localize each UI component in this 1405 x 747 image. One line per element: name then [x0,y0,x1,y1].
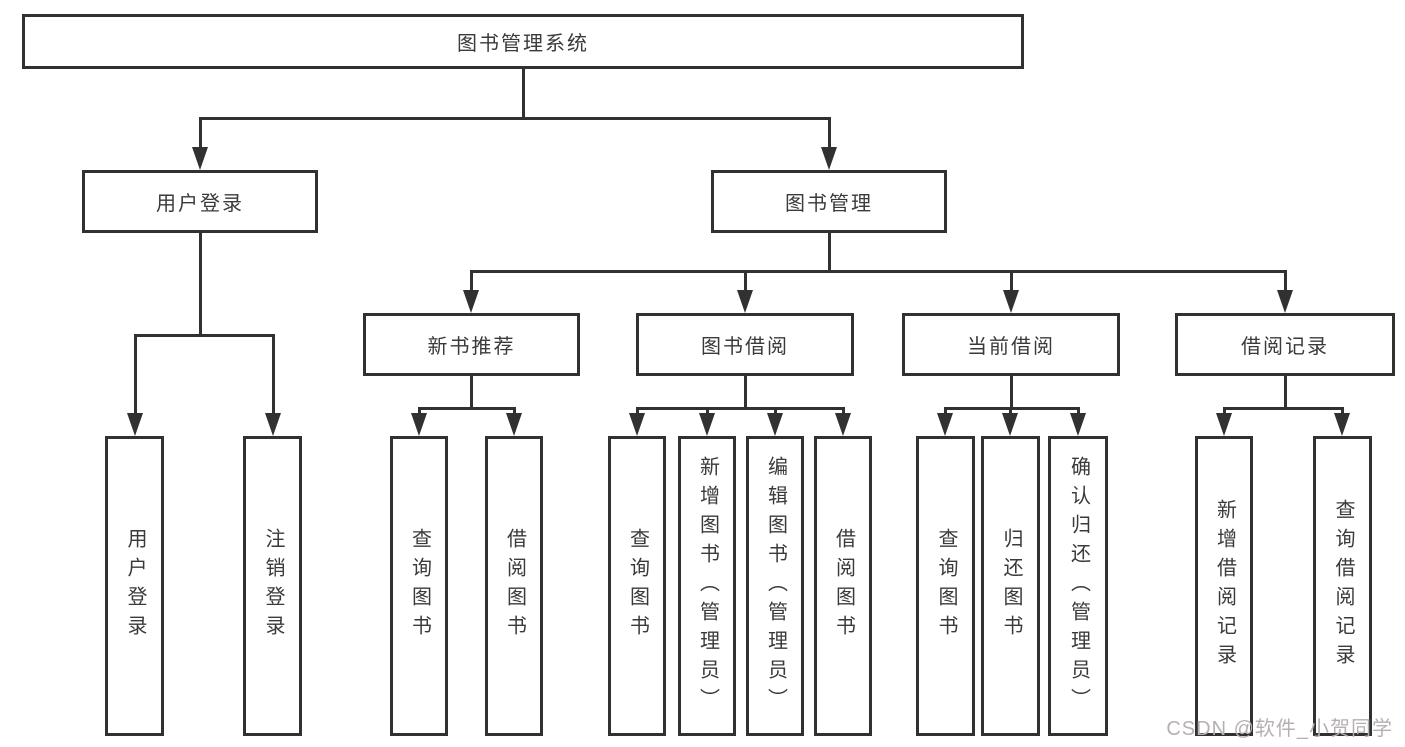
arrow-down-icon [737,290,753,313]
node-label: 借阅图书 [503,528,526,644]
leaf-add-books-admin: 新增图书（管理员） [678,436,736,736]
connector-hline [199,117,831,120]
node-label: 查询借阅记录 [1332,499,1354,673]
node-label: 查询图书 [626,528,649,644]
connector-vline [744,374,747,409]
connector-vline [513,407,516,416]
connector-vline [944,407,947,416]
node-label: 借阅记录 [1241,336,1329,358]
node-label: 新增借阅记录 [1213,499,1236,673]
arrow-down-icon [265,413,281,436]
node-label: 用户登录 [156,193,244,215]
node-new-book-recommend: 新书推荐 [363,313,580,376]
connector-vline [828,117,831,150]
connector-vline [1284,270,1287,292]
node-label: 查询图书 [408,528,431,644]
connector-hline [636,407,844,410]
arrow-down-icon [835,413,851,436]
arrow-down-icon [699,413,715,436]
arrow-down-icon [506,413,522,436]
connector-vline [774,407,777,416]
connector-hline [1223,407,1343,410]
arrow-down-icon [1334,413,1350,436]
leaf-edit-books-admin: 编辑图书（管理员） [746,436,804,736]
arrow-down-icon [1003,290,1019,313]
arrow-down-icon [192,147,208,170]
watermark: CSDN @软件_小贺同学 [1166,718,1393,740]
node-label: 新增图书（管理员） [696,455,719,717]
node-label: 借阅图书 [832,528,855,644]
connector-vline [1009,407,1012,416]
leaf-return-books: 归还图书 [981,436,1040,736]
connector-vline [1223,407,1226,416]
connector-vline [636,407,639,416]
connector-vline [1010,374,1013,409]
leaf-borrow-books: 借阅图书 [814,436,872,736]
arrow-down-icon [1070,413,1086,436]
connector-vline [1010,270,1013,292]
connector-hline [418,407,515,410]
connector-vline [706,407,709,416]
leaf-query-books-borrowing: 查询图书 [608,436,666,736]
arrow-down-icon [127,413,143,436]
connector-vline [272,334,275,416]
node-book-borrowing: 图书借阅 [636,313,854,376]
node-root-system: 图书管理系统 [22,14,1024,69]
leaf-confirm-return-admin: 确认归还（管理员） [1048,436,1108,736]
node-current-borrowing: 当前借阅 [902,313,1120,376]
arrow-down-icon [1277,290,1293,313]
arrow-down-icon [767,413,783,436]
arrow-down-icon [411,413,427,436]
connector-hline [944,407,1079,410]
connector-vline [744,270,747,292]
connector-hline [470,270,1286,273]
node-label: 编辑图书（管理员） [764,455,787,717]
leaf-borrow-books-recommend: 借阅图书 [485,436,543,736]
connector-vline [522,67,525,120]
arrow-down-icon [629,413,645,436]
node-label: 注销登录 [262,528,284,644]
leaf-query-books-current: 查询图书 [916,436,975,736]
connector-vline [842,407,845,416]
connector-vline [828,231,831,272]
connector-vline [199,231,202,336]
node-user-login: 用户登录 [82,170,318,233]
node-label: 用户登录 [124,528,146,644]
leaf-user-login: 用户登录 [105,436,164,736]
node-label: 归还图书 [1000,528,1022,644]
node-label: 当前借阅 [967,336,1055,358]
connector-vline [1341,407,1344,416]
connector-vline [470,374,473,409]
node-borrowing-records: 借阅记录 [1175,313,1395,376]
arrow-down-icon [463,290,479,313]
node-label: 图书借阅 [701,336,789,358]
connector-vline [1284,374,1287,409]
connector-vline [470,270,473,292]
node-label: 查询图书 [935,528,957,644]
leaf-query-borrow-record: 查询借阅记录 [1313,436,1372,736]
leaf-logout: 注销登录 [243,436,302,736]
leaf-add-borrow-record: 新增借阅记录 [1195,436,1253,736]
node-label: 图书管理 [785,193,873,215]
arrow-down-icon [1002,413,1018,436]
arrow-down-icon [821,147,837,170]
arrow-down-icon [937,413,953,436]
connector-hline [134,334,274,337]
leaf-query-books-recommend: 查询图书 [390,436,448,736]
connector-vline [1077,407,1080,416]
node-book-management: 图书管理 [711,170,947,233]
node-label: 新书推荐 [427,336,516,358]
connector-vline [199,117,202,150]
connector-vline [418,407,421,416]
node-label: 确认归还（管理员） [1067,455,1090,717]
node-label: 图书管理系统 [457,33,589,55]
arrow-down-icon [1216,413,1232,436]
connector-vline [134,334,137,416]
